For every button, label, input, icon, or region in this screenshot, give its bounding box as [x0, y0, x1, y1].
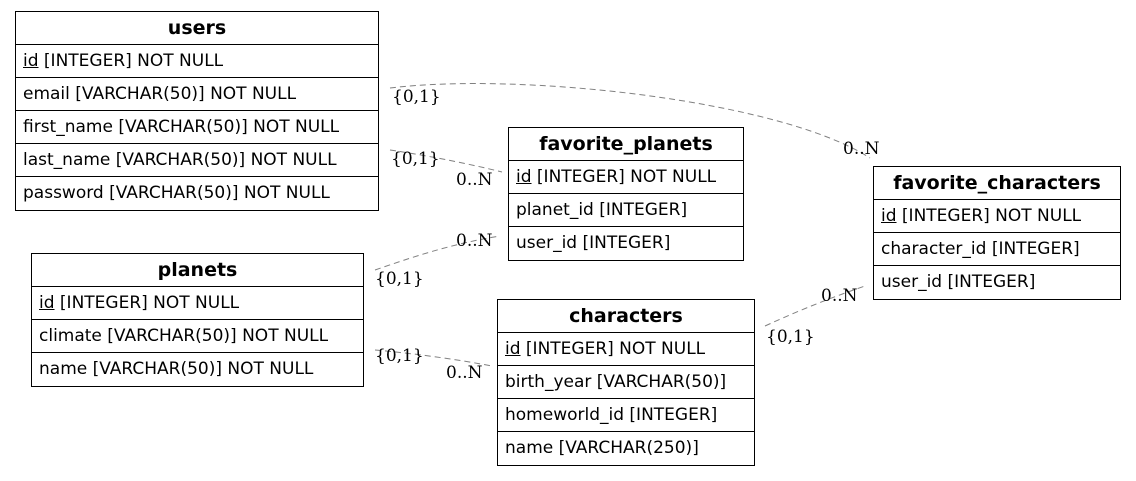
- cardinality-label: {0,1}: [766, 327, 815, 347]
- cardinality-label: 0..N: [821, 286, 858, 306]
- cardinality-label: 0..N: [446, 363, 483, 383]
- field-text: password [VARCHAR(50)] NOT NULL: [23, 183, 330, 203]
- field-row: user_id [INTEGER]: [509, 227, 743, 260]
- field-row: id [INTEGER] NOT NULL: [32, 287, 363, 320]
- field-text: email [VARCHAR(50)] NOT NULL: [23, 84, 297, 104]
- cardinality-label: {0,1}: [375, 269, 424, 289]
- field-text: homeworld_id [INTEGER]: [505, 405, 718, 425]
- field-text: character_id [INTEGER]: [881, 239, 1080, 259]
- field-text: name [VARCHAR(50)] NOT NULL: [39, 359, 314, 379]
- primary-key: id: [505, 339, 521, 359]
- field-text: [INTEGER] NOT NULL: [520, 339, 706, 359]
- field-row: id [INTEGER] NOT NULL: [498, 333, 754, 366]
- field-text: first_name [VARCHAR(50)] NOT NULL: [23, 117, 340, 137]
- field-row: id [INTEGER] NOT NULL: [16, 45, 378, 78]
- field-row: id [INTEGER] NOT NULL: [874, 200, 1120, 233]
- edge-planets-favorite-planets: [374, 235, 501, 271]
- entity-favorite-planets: favorite_planets id [INTEGER] NOT NULL p…: [508, 127, 744, 261]
- field-text: climate [VARCHAR(50)] NOT NULL: [39, 326, 329, 346]
- cardinality-label: {0,1}: [392, 87, 441, 107]
- field-text: user_id [INTEGER]: [881, 272, 1036, 292]
- entity-title: favorite_characters: [874, 167, 1120, 200]
- edge-users-favorite-planets: [389, 149, 503, 173]
- field-row: planet_id [INTEGER]: [509, 194, 743, 227]
- field-row: birth_year [VARCHAR(50)]: [498, 366, 754, 399]
- field-text: user_id [INTEGER]: [516, 233, 671, 253]
- primary-key: id: [23, 51, 39, 71]
- field-row: user_id [INTEGER]: [874, 266, 1120, 299]
- cardinality-label: 0..N: [456, 170, 493, 190]
- field-row: name [VARCHAR(250)]: [498, 432, 754, 465]
- field-text: [INTEGER] NOT NULL: [54, 293, 240, 313]
- entity-characters: characters id [INTEGER] NOT NULL birth_y…: [497, 299, 755, 466]
- primary-key: id: [516, 167, 532, 187]
- field-row: first_name [VARCHAR(50)] NOT NULL: [16, 111, 378, 144]
- field-row: climate [VARCHAR(50)] NOT NULL: [32, 320, 363, 353]
- primary-key: id: [881, 206, 897, 226]
- field-row: name [VARCHAR(50)] NOT NULL: [32, 353, 363, 386]
- field-text: [INTEGER] NOT NULL: [896, 206, 1082, 226]
- field-text: planet_id [INTEGER]: [516, 200, 688, 220]
- field-row: email [VARCHAR(50)] NOT NULL: [16, 78, 378, 111]
- primary-key: id: [39, 293, 55, 313]
- cardinality-label: 0..N: [843, 139, 880, 159]
- field-text: [INTEGER] NOT NULL: [38, 51, 224, 71]
- entity-title: characters: [498, 300, 754, 333]
- entity-users: users id [INTEGER] NOT NULL email [VARCH…: [15, 11, 379, 211]
- entity-title: favorite_planets: [509, 128, 743, 161]
- field-row: homeworld_id [INTEGER]: [498, 399, 754, 432]
- cardinality-label: {0,1}: [391, 149, 440, 169]
- field-text: name [VARCHAR(250)]: [505, 438, 699, 458]
- entity-planets: planets id [INTEGER] NOT NULL climate [V…: [31, 253, 364, 387]
- entity-favorite-characters: favorite_characters id [INTEGER] NOT NUL…: [873, 166, 1121, 300]
- cardinality-label: {0,1}: [375, 346, 424, 366]
- edge-planets-characters: [374, 349, 493, 367]
- edge-characters-favorite-characters: [764, 285, 866, 327]
- entity-title: planets: [32, 254, 363, 287]
- field-text: last_name [VARCHAR(50)] NOT NULL: [23, 150, 337, 170]
- edge-users-favorite-characters: [389, 83, 871, 159]
- field-row: id [INTEGER] NOT NULL: [509, 161, 743, 194]
- entity-title: users: [16, 12, 378, 45]
- field-text: birth_year [VARCHAR(50)]: [505, 372, 727, 392]
- field-text: [INTEGER] NOT NULL: [531, 167, 717, 187]
- cardinality-label: 0..N: [456, 231, 493, 251]
- field-row: password [VARCHAR(50)] NOT NULL: [16, 177, 378, 210]
- field-row: last_name [VARCHAR(50)] NOT NULL: [16, 144, 378, 177]
- field-row: character_id [INTEGER]: [874, 233, 1120, 266]
